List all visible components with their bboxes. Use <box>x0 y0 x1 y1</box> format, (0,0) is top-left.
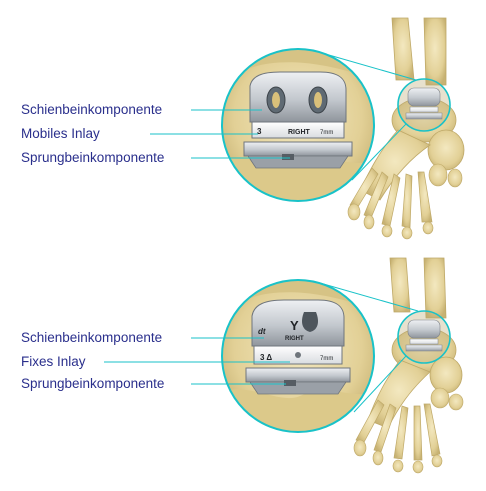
label-bottom-tibial-component: Schienbeinkomponente <box>21 330 163 345</box>
foot-skeleton-top <box>347 17 465 240</box>
label-bottom-fixed-inlay: Fixes Inlay <box>21 354 86 369</box>
label-top-mobile-inlay: Mobiles Inlay <box>21 126 100 141</box>
implant-mark-bottom-logo: dt <box>258 327 266 336</box>
label-top-talar-component: Sprungbeinkomponente <box>21 150 165 165</box>
implant-mark-top-thickness: 7mm <box>320 130 333 136</box>
zoom-circle-bottom: dt Y RIGHT 3 Δ 7mm <box>221 279 375 433</box>
implant-mark-bottom-size-letter: Y <box>290 318 299 333</box>
label-bottom-talar-component: Sprungbeinkomponente <box>21 376 165 391</box>
implant-mark-top-side: RIGHT <box>288 129 311 136</box>
label-top-tibial-component: Schienbeinkomponente <box>21 102 163 117</box>
zoom-connector-top-upper <box>321 52 417 81</box>
implant-mark-top-size: 3 <box>257 127 262 136</box>
implant-mark-bottom-side: RIGHT <box>285 336 304 342</box>
zoom-connector-bottom-upper <box>319 282 419 312</box>
zoom-circle-top: 3 RIGHT 7mm <box>221 48 375 202</box>
zoom-connector-top-lower <box>351 123 407 181</box>
zoom-source-circle-top <box>397 78 451 132</box>
implant-mark-bottom-size: 3 Δ <box>260 353 272 362</box>
zoom-connector-bottom-lower <box>353 355 407 413</box>
zoom-source-circle-bottom <box>397 310 451 364</box>
implant-mark-bottom-thickness: 7mm <box>320 356 333 362</box>
foot-skeleton-bottom <box>353 257 464 474</box>
